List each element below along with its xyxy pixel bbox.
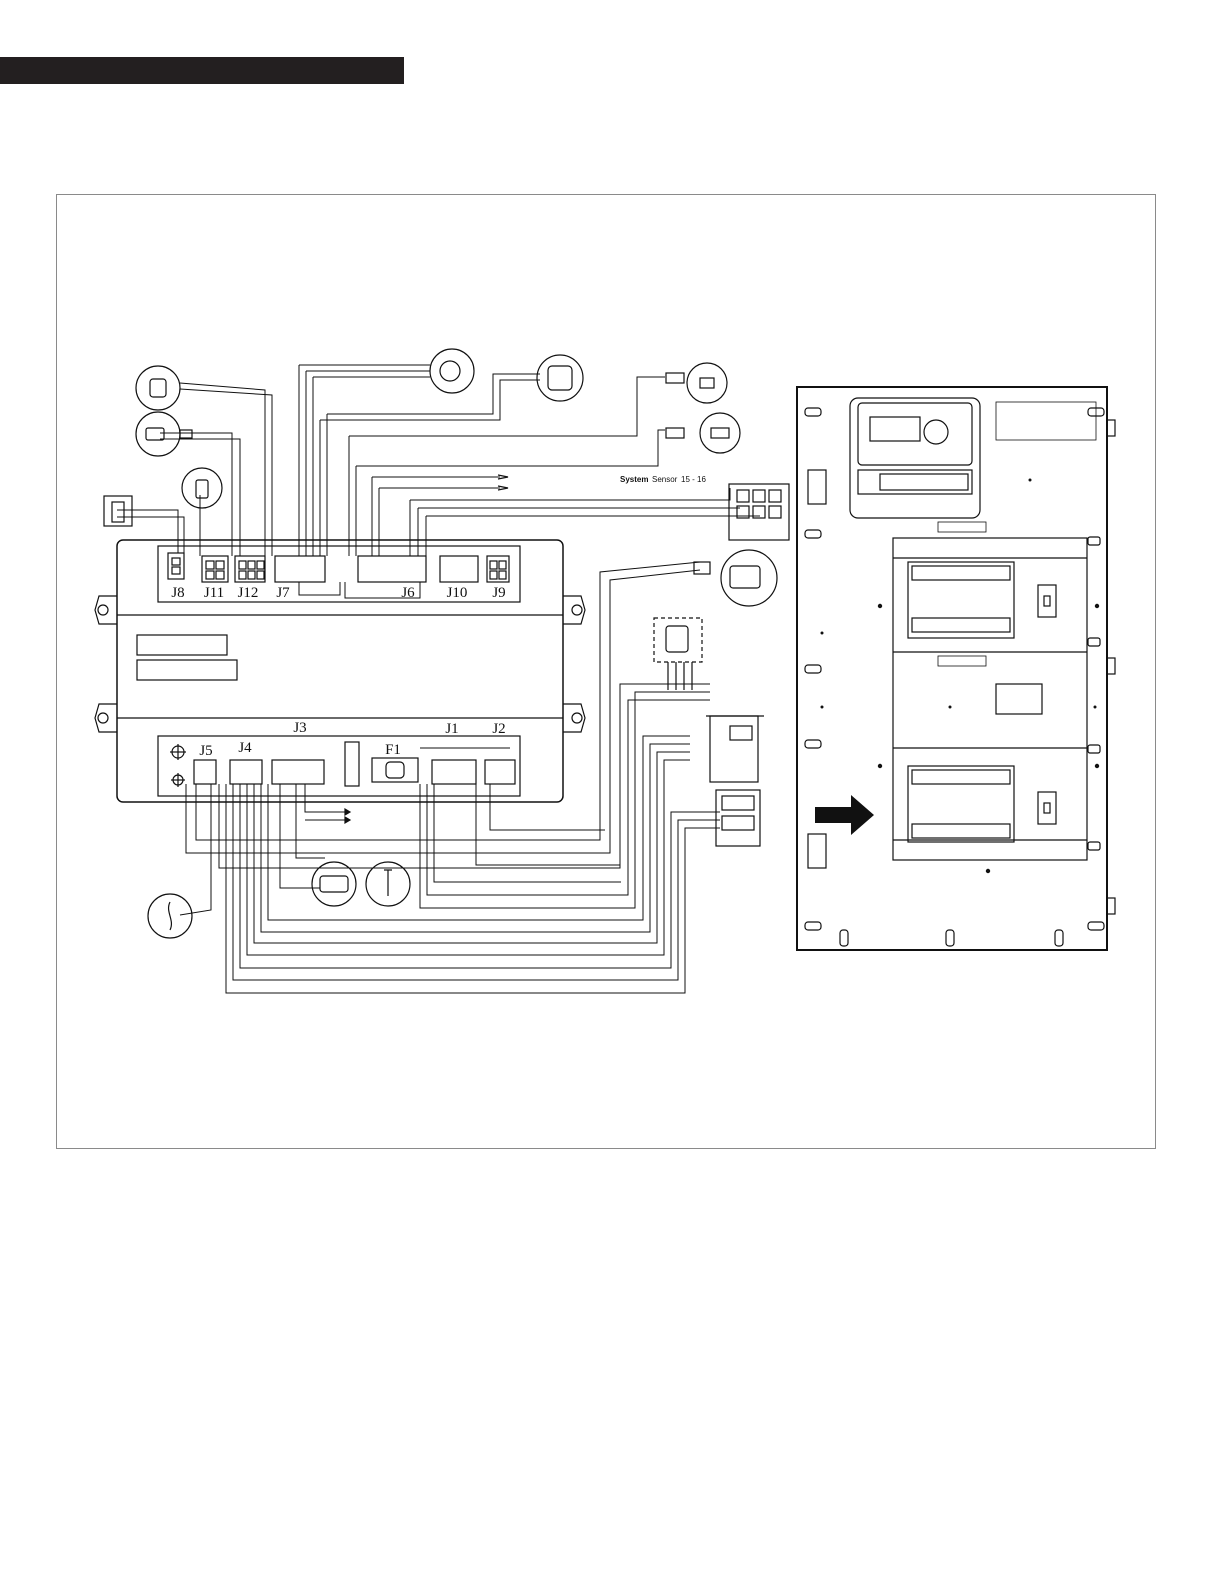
connector-label-j1: J1 (445, 721, 458, 737)
connector-label-j3: J3 (293, 720, 306, 736)
connector-label-j12: J12 (238, 585, 259, 601)
connector-label-j7: J7 (276, 585, 290, 601)
connector-label-j10: J10 (447, 585, 468, 601)
connector-label-j5: J5 (199, 743, 212, 759)
connector-label-j6: J6 (401, 585, 415, 601)
top-connector-shapes (168, 553, 509, 582)
sensor-range-label: 15 - 16 (681, 475, 706, 484)
connector-label-j11: J11 (204, 585, 224, 601)
connector-label-j2: J2 (492, 721, 505, 737)
highlight-arrow (815, 795, 874, 835)
peripheral-components (104, 349, 789, 938)
cabinet-panel (797, 387, 1115, 950)
connector-label-j9: J9 (492, 585, 505, 601)
system-label: System (620, 475, 648, 484)
sensor-label: Sensor (652, 475, 678, 484)
connector-label-j4: J4 (238, 740, 252, 756)
connector-label-f1: F1 (385, 742, 401, 758)
connector-label-j8: J8 (171, 585, 184, 601)
bottom-connector-shapes (170, 742, 515, 787)
bottom-wire-harness (180, 562, 720, 993)
